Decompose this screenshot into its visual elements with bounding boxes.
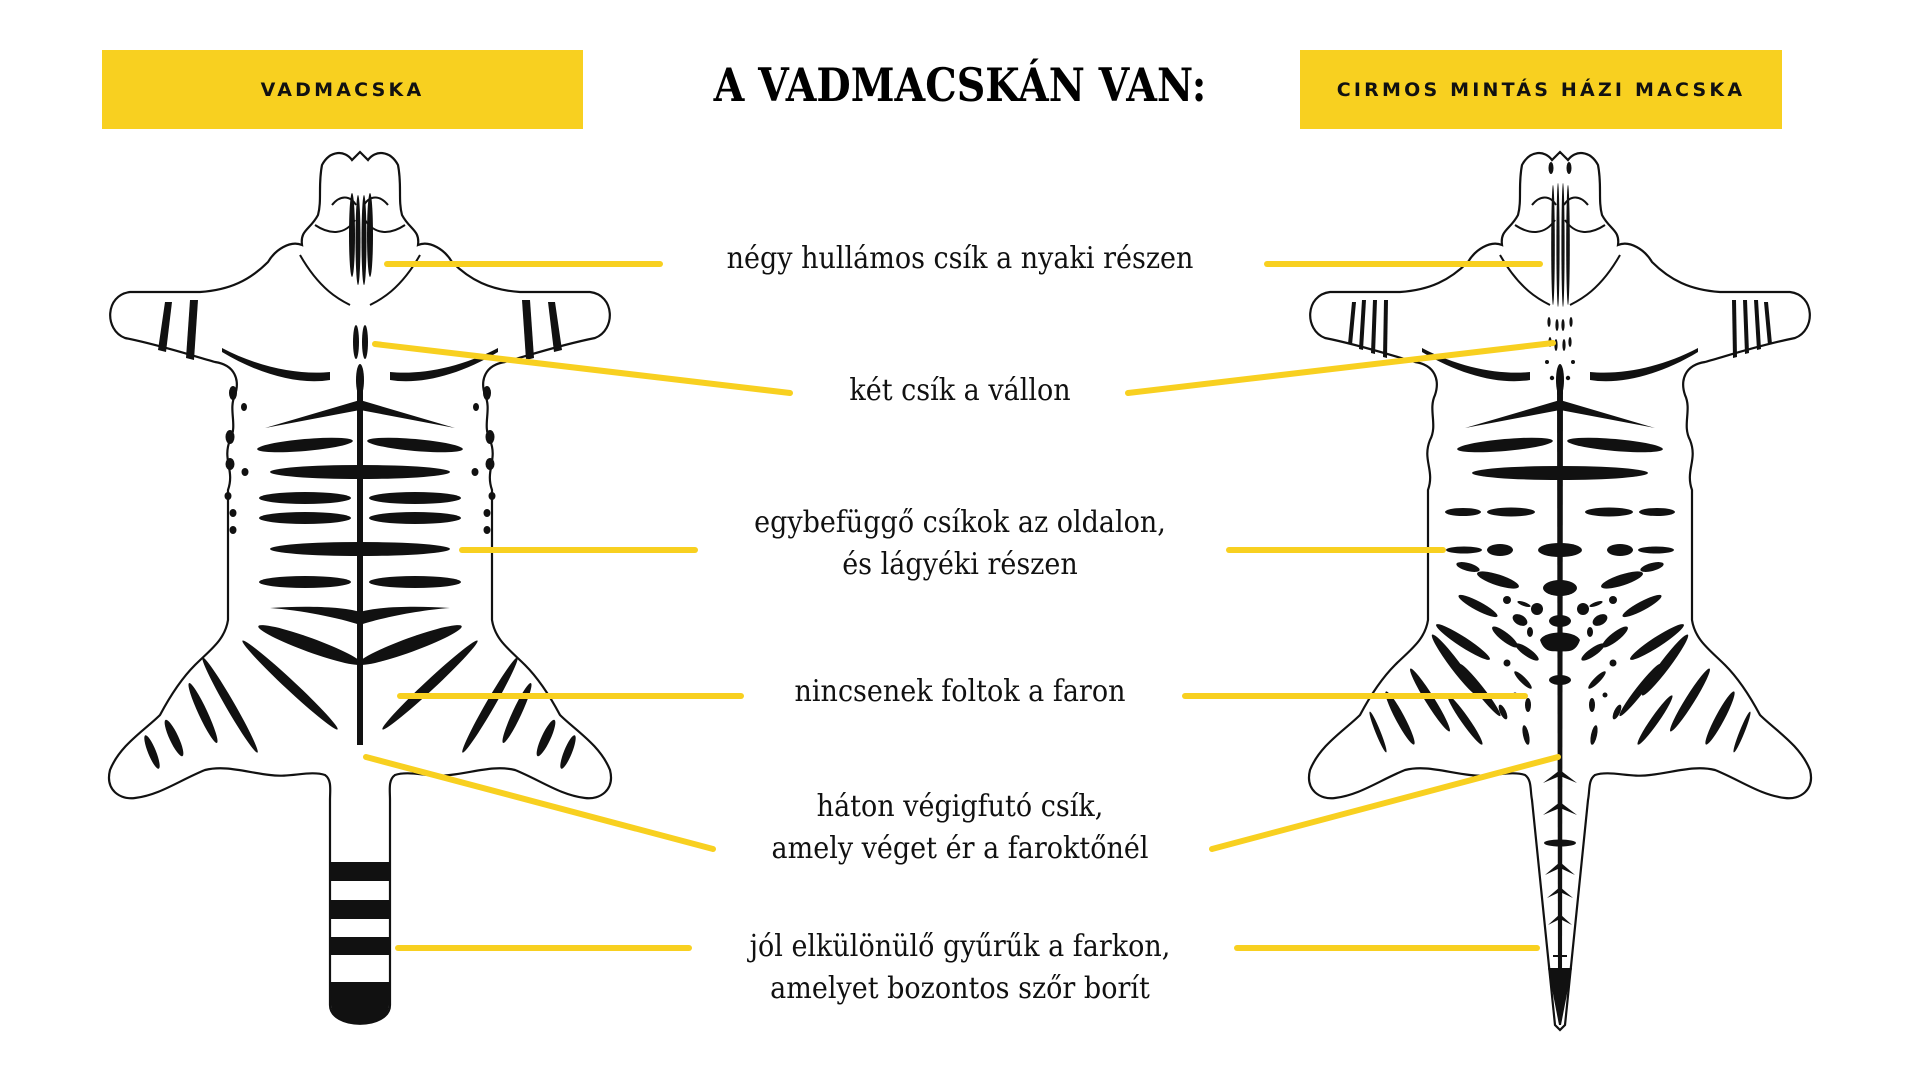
tabby-markings (1348, 162, 1772, 1025)
page-title: A VADMACSKÁN VAN: (713, 58, 1207, 112)
tail-ring (331, 937, 389, 955)
feature-label-shoulder-stripes: két csík a vállon (690, 370, 1230, 412)
feature-line: jól elkülönülő gyűrűk a farkon, (749, 929, 1171, 964)
feature-line: két csík a vállon (849, 373, 1071, 408)
domestic-cat-header-box: CIRMOS MINTÁS HÁZI MACSKA (1300, 50, 1782, 129)
connector-shoulder-right (1125, 340, 1556, 396)
feature-line: egybefüggő csíkok az oldalon, (754, 505, 1166, 540)
wildcat-header-box: VADMACSKA (102, 50, 583, 129)
connector-dorsal-left (363, 754, 716, 852)
feature-line: háton végigfutó csík, (816, 789, 1104, 824)
feature-label-dorsal-stripe: háton végigfutó csík, amely véget ér a f… (690, 786, 1230, 870)
connector-lines (363, 261, 1561, 951)
feature-label-side-stripes: egybefüggő csíkok az oldalon, és lágyéki… (690, 502, 1230, 586)
feature-line: négy hullámos csík a nyaki részen (726, 241, 1194, 276)
feature-line: amelyet bozontos szőr borít (770, 971, 1150, 1006)
connector-dorsal-right (1209, 754, 1561, 852)
wildcat-markings (144, 193, 576, 1024)
domestic-cat-header-label: CIRMOS MINTÁS HÁZI MACSKA (1336, 78, 1746, 101)
feature-line: és lágyéki részen (842, 547, 1078, 582)
feature-line: nincsenek foltok a faron (794, 674, 1126, 709)
tail-ring (331, 862, 389, 881)
feature-label-rump-no-spots: nincsenek foltok a faron (690, 671, 1230, 713)
feature-label-neck-stripes: négy hullámos csík a nyaki részen (690, 238, 1230, 280)
feature-line: amely véget ér a faroktőnél (771, 831, 1149, 866)
wildcat-header-label: VADMACSKA (260, 78, 425, 101)
connector-shoulder-left (372, 341, 793, 396)
feature-label-tail-rings: jól elkülönülő gyűrűk a farkon, amelyet … (690, 926, 1230, 1010)
tail-ring (331, 900, 389, 919)
tail-tip (331, 982, 389, 1024)
